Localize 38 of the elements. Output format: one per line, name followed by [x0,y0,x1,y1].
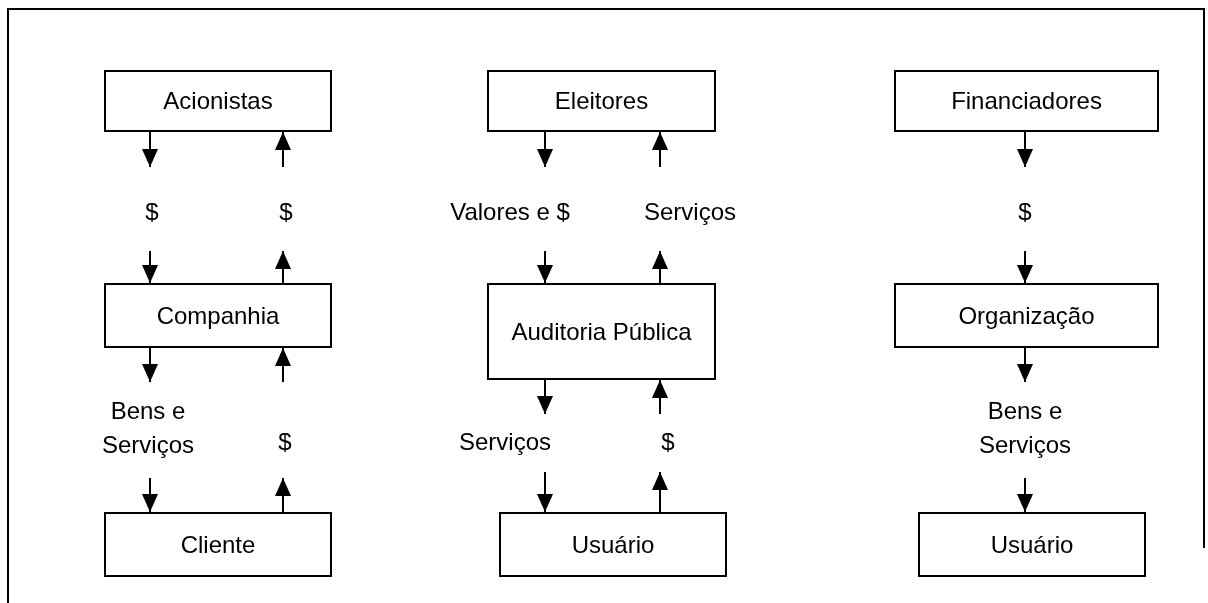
process-box [104,283,332,348]
arrow [142,131,158,284]
box-label: Eleitores [554,87,649,115]
process-box [894,70,1159,132]
box-label: Cliente [180,530,256,559]
arrow [652,131,668,284]
process-box [487,283,716,380]
edge-label: Valores e $ [449,197,571,227]
process-box [918,512,1146,577]
edge-label: Serviços [643,197,737,227]
arrow [275,347,291,513]
arrow [537,379,553,513]
box-label: Usuário [571,530,655,559]
edge-label: Bens e Serviços [978,396,1072,460]
process-box [104,512,332,577]
arrow [537,131,553,284]
box-label: Usuário [990,530,1074,559]
box-label: Acionistas [163,87,273,115]
edge-label: $ [278,197,294,227]
edge-label: $ [1017,197,1033,227]
box-label: Financiadores [951,87,1102,115]
arrow [142,347,158,513]
process-box [487,70,716,132]
arrow [275,131,291,284]
box-label: Auditoria Pública [511,317,692,346]
edge-label: $ [277,427,293,457]
process-box [894,283,1159,348]
process-box [499,512,727,577]
edge-label: Bens e Serviços [101,396,195,460]
edge-label: $ [144,197,160,227]
arrow [1017,347,1033,513]
edge-label: $ [660,427,676,457]
edge-label: Serviços [458,427,552,457]
box-label: Organização [958,301,1095,330]
box-label: Companhia [156,301,280,330]
arrow [652,379,668,513]
arrow [1017,131,1033,284]
process-box [104,70,332,132]
